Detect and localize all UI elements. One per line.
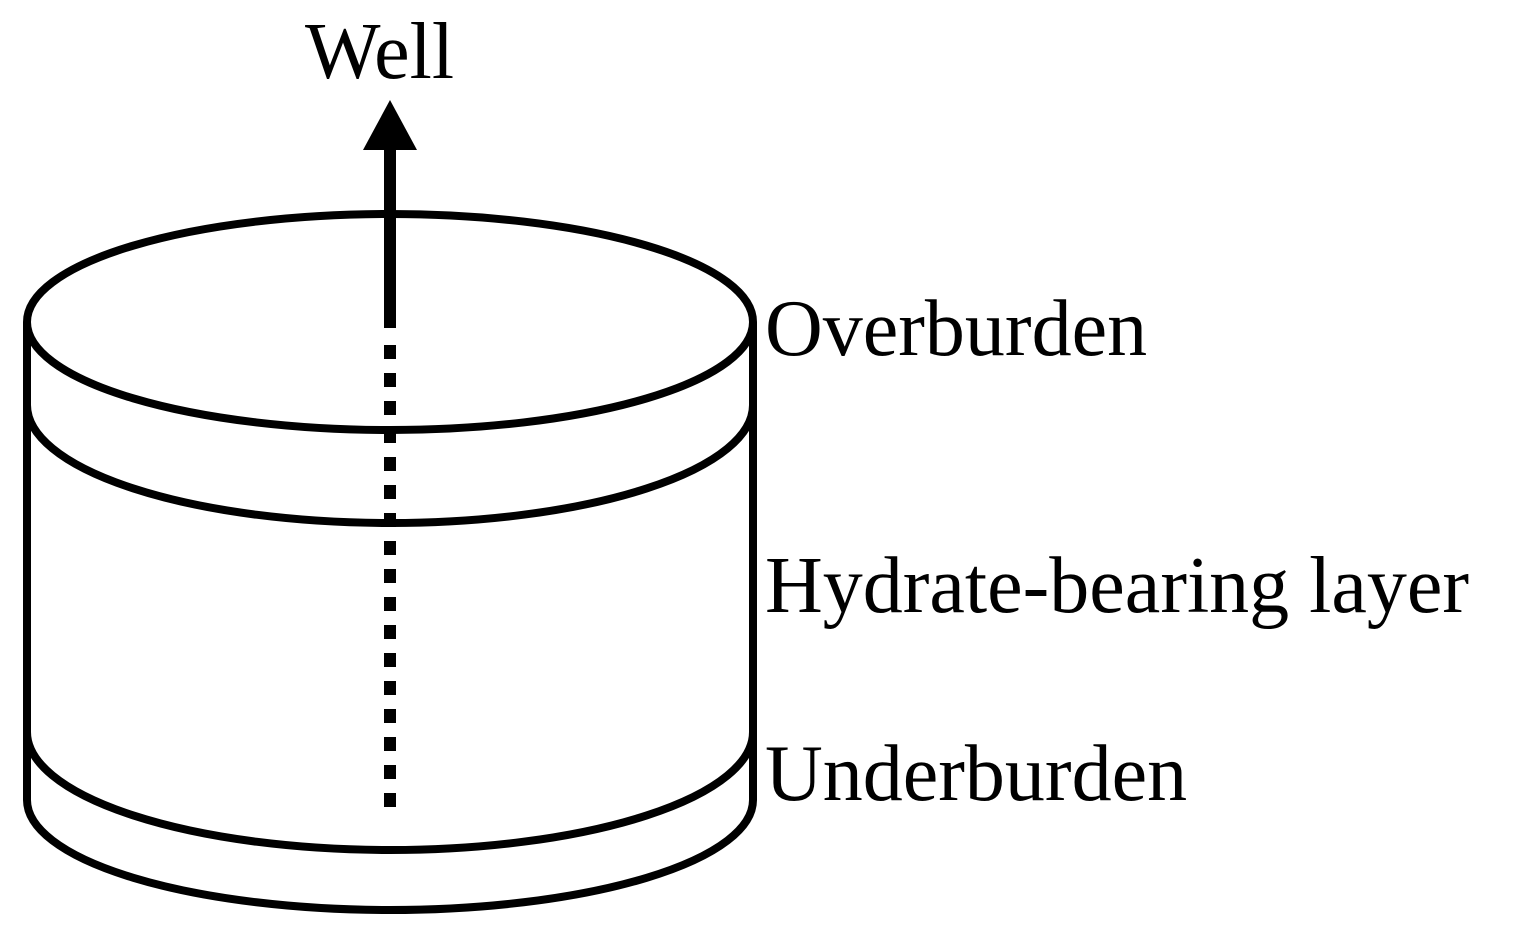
well-arrowhead	[363, 100, 417, 150]
label-well: Well	[305, 8, 454, 96]
label-underburden: Underburden	[765, 730, 1187, 818]
label-hydrate-layer: Hydrate-bearing layer	[765, 542, 1469, 630]
label-overburden: Overburden	[765, 285, 1147, 373]
cylinder-bottom-base	[23, 799, 757, 914]
underburden-boundary	[23, 731, 757, 854]
